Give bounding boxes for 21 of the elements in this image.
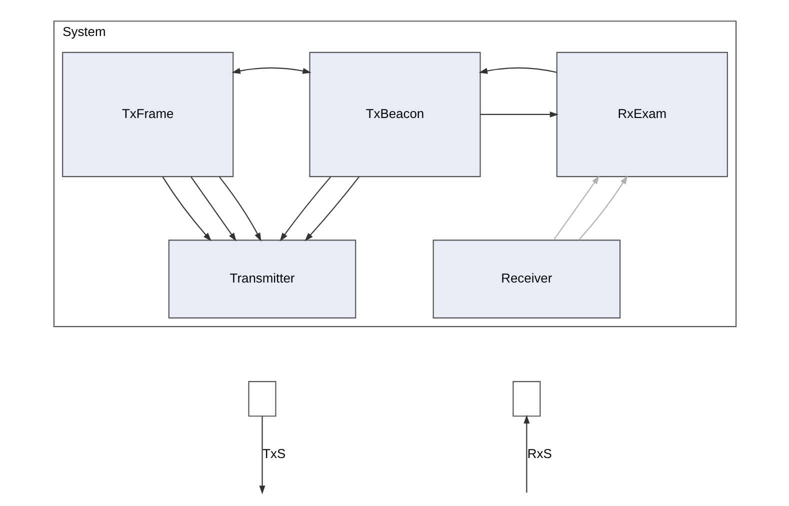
arrow xyxy=(552,176,599,240)
edge-label: RxS xyxy=(526,446,552,461)
arrow xyxy=(162,176,212,242)
arrow xyxy=(218,176,261,242)
node-box: TxBeacon xyxy=(308,52,480,178)
node-box: Transmitter xyxy=(168,240,356,318)
edge-label: TxS xyxy=(262,446,286,461)
node-box xyxy=(248,381,276,417)
arrow xyxy=(279,176,331,242)
arrow xyxy=(304,176,359,242)
arrow xyxy=(190,176,236,242)
arrow xyxy=(258,416,265,494)
arrow xyxy=(478,67,556,74)
node-box: Receiver xyxy=(432,240,620,318)
node-box: TxFrame xyxy=(62,52,234,178)
node-box: RxExam xyxy=(556,52,728,178)
node-box xyxy=(512,381,540,417)
arrow xyxy=(231,67,311,74)
arrow xyxy=(480,111,558,118)
arrow xyxy=(578,176,628,240)
arrow xyxy=(523,414,530,493)
